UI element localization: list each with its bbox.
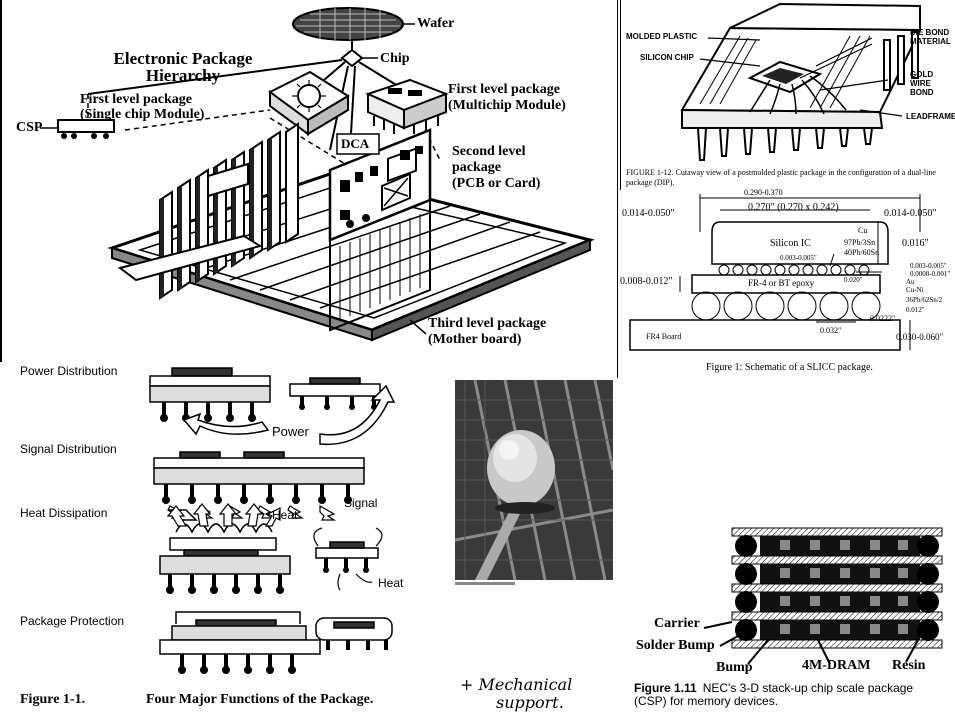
stack-caption-line2: (CSP) for memory devices. xyxy=(634,695,913,708)
carrier-label: Carrier xyxy=(654,616,700,632)
functions-caption-text: Four Major Functions of the Package. xyxy=(146,692,373,708)
frame-divider xyxy=(617,0,618,378)
wafer-label: Wafer xyxy=(417,16,454,32)
second-line2: package xyxy=(452,160,540,176)
slicc-fr4-board: FR4 Board xyxy=(646,332,681,341)
slicc-dim-012: 0.012" xyxy=(906,306,925,314)
first-single-line1: First level package xyxy=(80,92,204,107)
silicon-chip-label: SILICON CHIP xyxy=(640,53,694,62)
slicc-dim-022: 0.0222" xyxy=(870,314,895,323)
dip-cutaway-figure: MOLDED PLASTIC SILICON CHIP DIE BOND MAT… xyxy=(620,0,955,196)
first-single-line2: (Single chip Module) xyxy=(80,107,204,122)
nec-stack-figure: Carrier Solder Bump Bump 4M-DRAM Resin F… xyxy=(620,518,955,719)
slicc-dim-016: 0.016" xyxy=(902,238,929,249)
slicc-pb36: 36Pb/62Sn/2 xyxy=(906,296,942,304)
hierarchy-title: Electronic Package Hierarchy xyxy=(100,50,266,84)
heat-arrow-label-2: Heat xyxy=(378,576,403,590)
stack-caption-line1: NEC's 3-D stack-up chip scale package xyxy=(703,681,913,695)
dip-caption: FIGURE 1-12. Cutaway view of a postmolde… xyxy=(626,168,955,188)
hierarchy-title-line1: Electronic Package xyxy=(100,50,266,67)
slicc-dim-ic: 0.270" (0.270 x 0.242) xyxy=(748,202,839,213)
slicc-dim-left2: 0.008-0.012" xyxy=(620,276,672,287)
functions-figure: Power Distribution Power Signal Distribu… xyxy=(0,360,440,719)
solder-ball-micrograph xyxy=(455,380,613,592)
functions-caption-prefix: Figure 1-1. xyxy=(20,692,85,708)
molded-plastic-label: MOLDED PLASTIC xyxy=(626,32,697,41)
chip-label: Chip xyxy=(380,51,410,67)
heat-dissipation-label: Heat Dissipation xyxy=(20,506,107,520)
die-bond-line2: MATERIAL xyxy=(910,37,951,46)
slicc-cu: Cu xyxy=(858,226,867,235)
leadframe-label: LEADFRAME xyxy=(906,112,955,121)
slicc-dim-020: 0.020" xyxy=(844,276,863,284)
first-multi-line1: First level package xyxy=(448,82,566,98)
signal-distribution-label: Signal Distribution xyxy=(20,442,117,456)
dram-label: 4M-DRAM xyxy=(802,658,870,674)
slicc-dim-003b: 0.003-0.005" xyxy=(910,262,947,270)
second-level-label: Second level package (PCB or Card) xyxy=(452,144,540,192)
slicc-dim-030: 0.030-0.060" xyxy=(896,332,943,342)
second-line1: Second level xyxy=(452,144,540,160)
package-protection-label: Package Protection xyxy=(20,614,124,628)
slicc-au: Au xyxy=(906,278,915,286)
third-line1: Third level package xyxy=(428,316,546,332)
gold-wire-line1: GOLD WIRE xyxy=(910,70,955,88)
stack-caption: Figure 1.11 NEC's 3-D stack-up chip scal… xyxy=(634,682,913,708)
power-distribution-label: Power Distribution xyxy=(20,364,117,378)
handwritten-note: + Mechanical support. xyxy=(460,676,572,712)
package-hierarchy-figure: Electronic Package Hierarchy Wafer Chip … xyxy=(0,0,618,362)
dip-caption-line1: FIGURE 1-12. Cutaway view of a postmolde… xyxy=(626,168,955,178)
hierarchy-title-line2: Hierarchy xyxy=(100,67,266,84)
slicc-dim-003: 0.003-0.005" xyxy=(780,254,817,262)
csp-label: CSP xyxy=(16,120,42,136)
solder-bump-label: Solder Bump xyxy=(636,638,715,654)
handwritten-line1: + Mechanical xyxy=(460,676,572,694)
third-level-label: Third level package (Mother board) xyxy=(428,316,546,348)
dip-caption-line2: package (DIP). xyxy=(626,178,955,188)
stack-caption-label: Figure 1.11 xyxy=(634,681,697,695)
heat-arrow-label-1: Heat xyxy=(272,508,297,522)
power-arrow-label: Power xyxy=(272,424,309,439)
first-level-single-label: First level package (Single chip Module) xyxy=(80,92,204,122)
slicc-pb97: 97Pb/3Sn xyxy=(844,238,875,247)
dca-label: DCA xyxy=(341,136,369,152)
slicc-dim-right: 0.014-0.050" xyxy=(884,208,936,219)
first-multi-line2: (Multichip Module) xyxy=(448,98,566,114)
die-bond-label: DIE BOND MATERIAL xyxy=(910,28,951,46)
signal-arrow-label: Signal xyxy=(344,496,377,510)
frame-left-border xyxy=(0,0,2,362)
dip-drawing xyxy=(620,0,955,196)
slicc-cuni: Cu-Ni xyxy=(906,286,924,294)
resin-label: Resin xyxy=(892,658,925,674)
micrograph-drawing xyxy=(455,380,613,592)
slicc-dim-left: 0.014-0.050" xyxy=(622,208,674,219)
slicc-caption: Figure 1: Schematic of a SLICC package. xyxy=(706,362,873,373)
gold-wire-label: GOLD WIRE BOND xyxy=(910,70,955,97)
first-level-multi-label: First level package (Multichip Module) xyxy=(448,82,566,114)
handwritten-line2: support. xyxy=(460,694,572,712)
third-line2: (Mother board) xyxy=(428,332,546,348)
die-bond-line1: DIE BOND xyxy=(910,28,951,37)
second-line3: (PCB or Card) xyxy=(452,176,540,192)
slicc-dim-top: 0.290-0.370 xyxy=(744,188,783,197)
slicc-fr4-epoxy: FR-4 or BT epoxy xyxy=(748,278,814,288)
functions-drawing xyxy=(0,360,440,719)
gold-wire-line2: BOND xyxy=(910,88,955,97)
frame-divider-2 xyxy=(620,0,621,190)
slicc-dim-032: 0.032" xyxy=(820,326,841,335)
bump-label: Bump xyxy=(716,660,753,676)
slicc-dim-0008: 0.0008-0.001" xyxy=(910,270,950,278)
slicc-pb40: 40Pb/60Sn xyxy=(844,248,879,257)
slicc-figure: 0.290-0.370 0.270" (0.270 x 0.242) 0.014… xyxy=(620,192,955,378)
slicc-silicon-ic: Silicon IC xyxy=(770,238,811,249)
